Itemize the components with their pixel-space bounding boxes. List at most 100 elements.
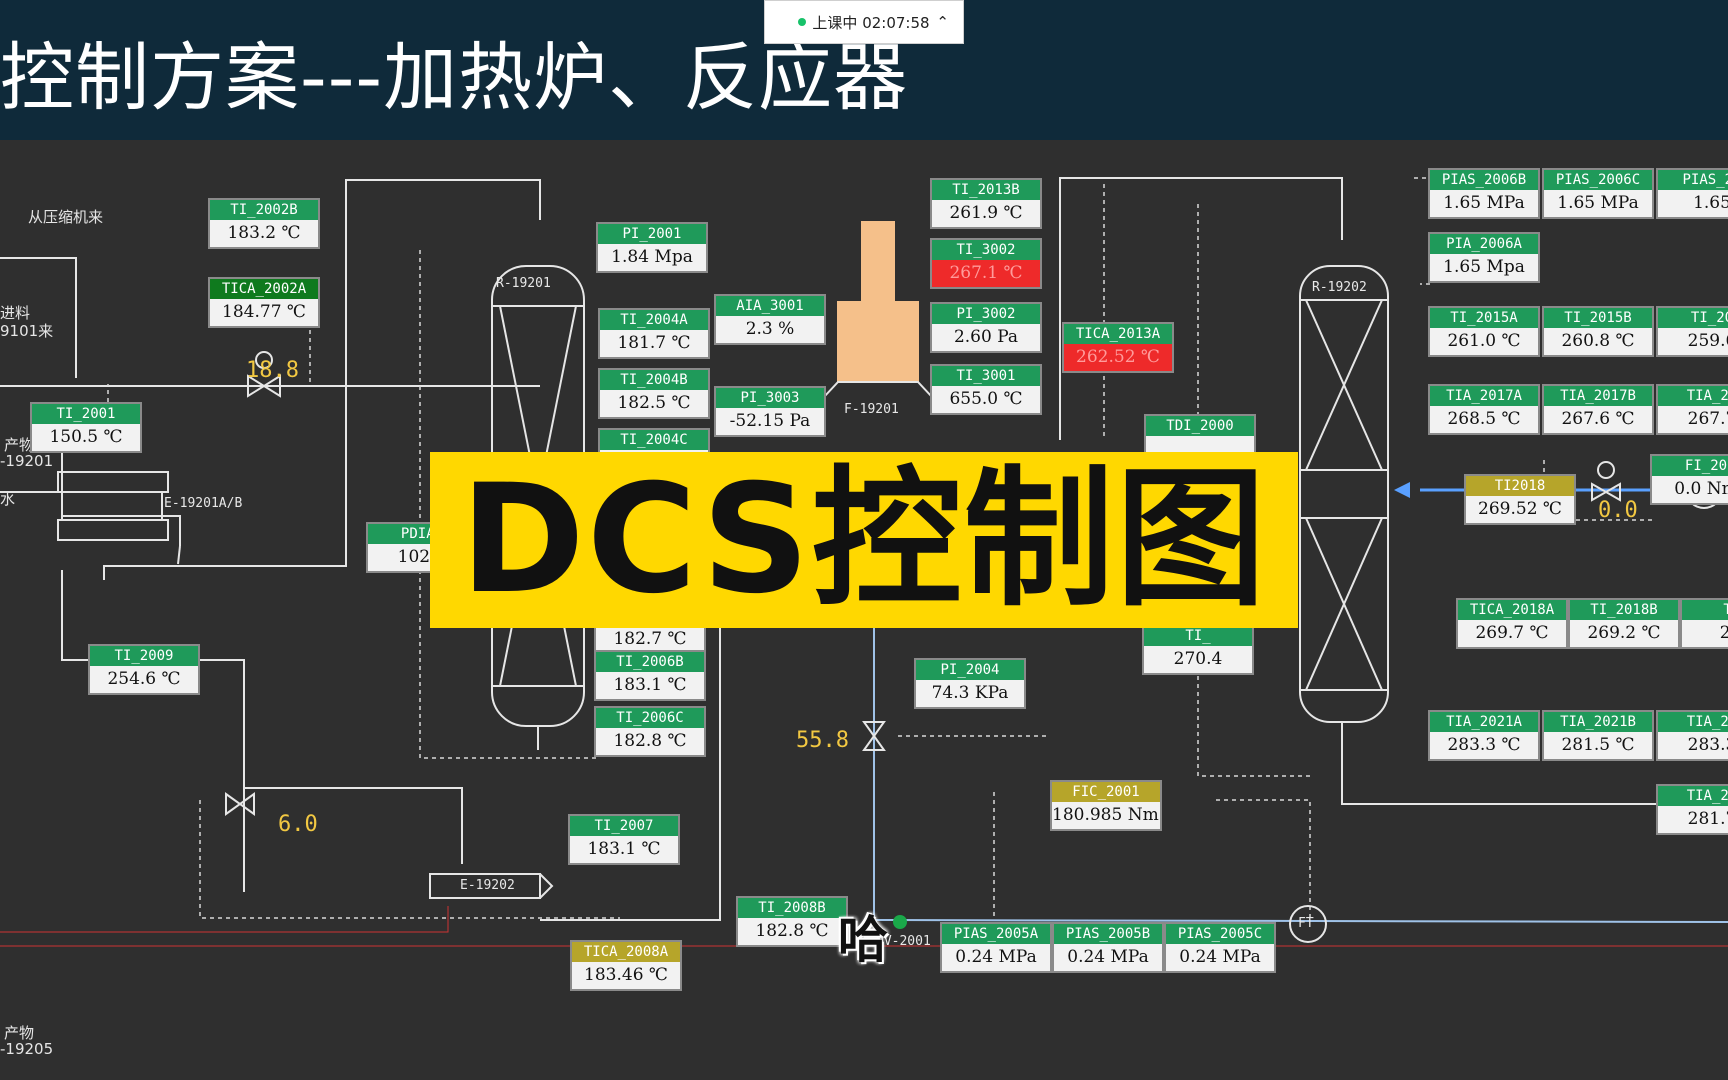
tag-value: 1.65 Mpa (1430, 254, 1538, 281)
tag-id: TI_2013B (932, 180, 1040, 200)
valve-4-output: 0.0 (1598, 498, 1638, 523)
tag-value: 0.24 MPa (1054, 944, 1162, 971)
dcs-canvas: R-19201 R-19202 E-19201A/B E-19202 F-192… (0, 140, 1728, 1080)
instrument-tag[interactable]: TIA_20283.3 (1656, 710, 1728, 761)
tag-value: 281.5 ℃ (1544, 732, 1652, 759)
tag-value: 1.65 MPa (1544, 190, 1652, 217)
ft-2-label: FT (1298, 916, 1314, 931)
tag-id: TIA_20 (1658, 386, 1728, 406)
tag-id: TI_2015B (1544, 308, 1652, 328)
tag-id: PI_3003 (716, 388, 824, 408)
exchanger-2-label: E-19202 (460, 878, 515, 893)
tag-value: 183.1 ℃ (596, 672, 704, 699)
title-banner: DCS控制图 (430, 452, 1298, 628)
banner-text: DCS控制图 (460, 453, 1268, 627)
tag-value: 270.4 (1144, 646, 1252, 673)
tag-id: TICA_2018A (1458, 600, 1566, 620)
tag-value: 267.7 (1658, 406, 1728, 433)
instrument-tag[interactable]: TIA_20281.7 (1656, 784, 1728, 835)
instrument-tag[interactable]: TIA_20267.7 (1656, 384, 1728, 435)
tag-value: 283.3 ℃ (1430, 732, 1538, 759)
tag-id: TI_2009 (90, 646, 198, 666)
tag-id: TIA_2021A (1430, 712, 1538, 732)
tag-id: TI2018 (1466, 476, 1574, 496)
tag-value: 74.3 KPa (916, 680, 1024, 707)
tag-value: 655.0 ℃ (932, 386, 1040, 413)
instrument-tag[interactable]: PI_3003-52.15 Pa (714, 386, 826, 437)
tag-id: TIA_2017B (1544, 386, 1652, 406)
tag-id: PIAS_20 (1658, 170, 1728, 190)
tag-value: 269.2 ℃ (1570, 620, 1678, 647)
recording-status[interactable]: 上课中 02:07:58 ⌃ (764, 0, 964, 44)
instrument-tag[interactable]: TI_269 (1680, 598, 1728, 649)
tag-value: 1.65 MPa (1430, 190, 1538, 217)
tag-value: 269.52 ℃ (1466, 496, 1574, 523)
tag-id: TI_3002 (932, 240, 1040, 260)
tag-value: 281.7 (1658, 806, 1728, 833)
product-source-label: -19201 (0, 452, 54, 470)
tag-value: 1.65 (1658, 190, 1728, 217)
tag-value: 262.52 ℃ (1064, 344, 1172, 371)
tag-id: TI_20 (1658, 308, 1728, 328)
status-text: 上课中 02:07:58 (812, 13, 930, 32)
tag-id: TI_3001 (932, 366, 1040, 386)
instrument-tag[interactable]: TI_20259.6 (1656, 306, 1728, 357)
instrument-tag[interactable]: TI_270.4 (1142, 624, 1254, 675)
tag-id: FIC_2001 (1052, 782, 1160, 802)
from-compressor-label: 从压缩机来 (28, 208, 104, 226)
tag-value: 150.5 ℃ (32, 424, 140, 451)
tag-value: 267.1 ℃ (932, 260, 1040, 287)
tag-id: PI_3002 (932, 304, 1040, 324)
tag-id: TICA_2013A (1064, 324, 1172, 344)
tag-id: PI_2004 (916, 660, 1024, 680)
instrument-tag[interactable]: PIAS_201.65 (1656, 168, 1728, 219)
tag-id: TI_2008B (738, 898, 846, 918)
tag-id: PIAS_2005A (942, 924, 1050, 944)
video-subtitle: 哈 (838, 911, 888, 969)
tag-value: 269 (1682, 620, 1728, 647)
tag-value: 260.8 ℃ (1544, 328, 1652, 355)
tag-value: 269.7 ℃ (1458, 620, 1566, 647)
product-label: 产物 (4, 436, 35, 454)
tag-id: TI_2004B (600, 370, 708, 390)
tag-value: 1.84 Mpa (598, 244, 706, 271)
process-lines (0, 177, 1728, 947)
instrument-tag[interactable]: FI_200.0 Nm (1650, 454, 1728, 505)
chevron-up-icon[interactable]: ⌃ (936, 13, 949, 31)
